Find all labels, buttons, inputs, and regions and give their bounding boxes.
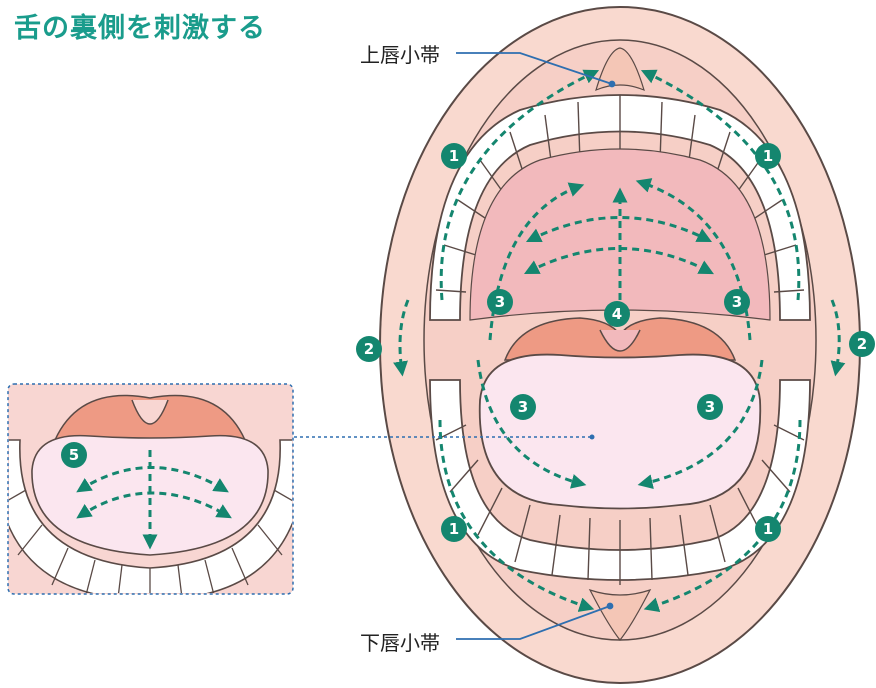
svg-text:3: 3 <box>495 293 505 311</box>
svg-text:4: 4 <box>612 305 622 323</box>
svg-text:1: 1 <box>763 147 773 165</box>
badge-1-upper-left: 1 <box>441 143 467 169</box>
badge-1-upper-right: 1 <box>755 143 781 169</box>
svg-text:1: 1 <box>763 520 773 538</box>
svg-text:2: 2 <box>364 340 374 358</box>
badge-3-upper-right: 3 <box>724 289 750 315</box>
badge-2-right: 2 <box>849 331 875 357</box>
inset-under-tongue: 5 <box>0 384 305 600</box>
badge-3-lower-right: 3 <box>697 394 723 420</box>
svg-text:1: 1 <box>449 520 459 538</box>
badge-1-lower-right: 1 <box>755 516 781 542</box>
open-mouth-illustration <box>380 7 860 683</box>
svg-text:3: 3 <box>518 398 528 416</box>
badge-3-upper-left: 3 <box>487 289 513 315</box>
svg-text:3: 3 <box>705 398 715 416</box>
badge-4: 4 <box>604 301 630 327</box>
svg-text:1: 1 <box>449 147 459 165</box>
badge-5: 5 <box>61 442 87 468</box>
svg-text:2: 2 <box>857 335 867 353</box>
tongue <box>480 355 761 509</box>
badge-2-left: 2 <box>356 336 382 362</box>
badge-1-lower-left: 1 <box>441 516 467 542</box>
badge-3-lower-left: 3 <box>510 394 536 420</box>
svg-text:5: 5 <box>69 446 79 464</box>
svg-text:3: 3 <box>732 293 742 311</box>
